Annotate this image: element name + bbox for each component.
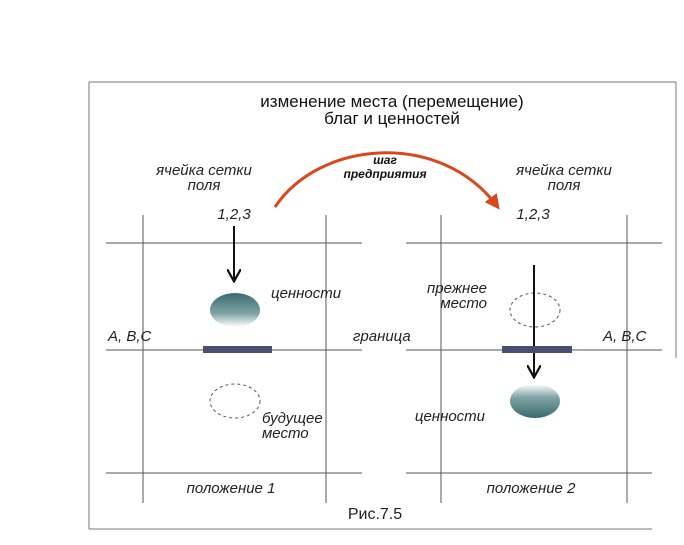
left-future-place-ellipse [209,383,261,419]
right-panel: ячейка сетки поля 1,2,3 прежнее место A,… [406,162,662,503]
left-values-label: ценности [271,285,342,302]
right-cell-label-line-2: поля [548,177,581,194]
figure-frame [88,81,677,530]
left-row-label: A, B,C [107,328,152,345]
right-position-label: положение 2 [487,480,577,497]
step-label-line-1: шаг [373,153,397,167]
left-boundary-bar [203,346,272,353]
step-label-line-2: предприятия [343,167,426,181]
boundary-label: граница [353,328,411,345]
right-former-place-line-2: место [440,295,487,312]
right-values-label: ценности [415,408,486,425]
right-former-place-line-1: прежнее [427,280,487,297]
left-future-place-line-1: будущее [262,410,323,427]
left-panel: ячейка сетки поля 1,2,3 ценности A, B,C … [106,162,362,503]
right-former-place-ellipse [509,292,561,328]
right-cell-label-line-1: ячейка сетки [515,162,612,179]
right-grid [406,215,662,503]
left-cell-label-line-1: ячейка сетки [155,162,252,179]
right-values-ellipse [510,384,560,418]
right-row-label: A, B,C [602,328,647,345]
left-future-place-line-2: место [262,425,309,442]
left-index-label: 1,2,3 [217,206,251,223]
left-position-label: положение 1 [187,480,276,497]
right-index-label: 1,2,3 [516,206,550,223]
right-boundary-bar [502,346,572,353]
left-values-ellipse [210,293,260,327]
title-line-1: изменение места (перемещение) [260,92,523,111]
figure-caption: Рис.7.5 [348,506,402,523]
step-arrow-arc [273,151,500,210]
left-cell-label-line-2: поля [188,177,221,194]
title-line-2: благ и ценностей [324,109,460,128]
